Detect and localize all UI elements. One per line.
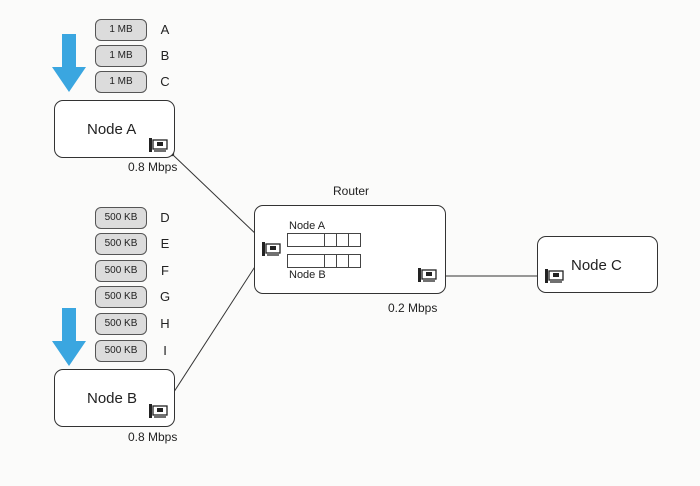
router-queue-b bbox=[287, 254, 361, 268]
packet: 500 KB bbox=[95, 260, 147, 282]
router-speed: 0.2 Mbps bbox=[388, 301, 438, 315]
packet: 500 KB bbox=[95, 286, 147, 308]
node-a[interactable] bbox=[54, 100, 175, 158]
node-b-speed: 0.8 Mbps bbox=[128, 430, 178, 444]
packet: 1 MB bbox=[95, 71, 147, 93]
network-card-icon bbox=[418, 268, 437, 282]
packet-letter: C bbox=[160, 74, 170, 89]
packet-letter: F bbox=[161, 263, 169, 278]
node-a-speed: 0.8 Mbps bbox=[128, 160, 178, 174]
packet-letter: H bbox=[160, 316, 170, 331]
network-card-icon bbox=[545, 269, 564, 283]
packet: 500 KB bbox=[95, 340, 147, 362]
router-queue-a-label: Node A bbox=[289, 220, 326, 232]
network-card-icon bbox=[149, 404, 168, 418]
down-arrow-icon bbox=[52, 34, 86, 92]
network-card-icon bbox=[149, 138, 168, 152]
router-title: Router bbox=[333, 184, 370, 198]
packet-letter: G bbox=[159, 289, 171, 304]
packet-letter: D bbox=[160, 210, 170, 225]
node-a-label: Node A bbox=[87, 121, 137, 138]
packet-letter: B bbox=[160, 48, 170, 63]
packet: 500 KB bbox=[95, 313, 147, 335]
link-a-router bbox=[171, 153, 259, 237]
node-b-label: Node B bbox=[87, 390, 138, 407]
link-b-router bbox=[169, 261, 259, 399]
network-card-icon bbox=[262, 242, 281, 256]
packet-letter: A bbox=[160, 22, 170, 37]
router-queue-a bbox=[287, 233, 361, 247]
router[interactable] bbox=[254, 205, 446, 294]
packet-letter: E bbox=[160, 236, 170, 251]
packet: 500 KB bbox=[95, 233, 147, 255]
packet: 500 KB bbox=[95, 207, 147, 229]
router-queue-b-label: Node B bbox=[289, 269, 326, 281]
down-arrow-icon bbox=[52, 308, 86, 366]
packet-letter: I bbox=[163, 343, 167, 358]
packet: 1 MB bbox=[95, 45, 147, 67]
node-c[interactable] bbox=[537, 236, 658, 293]
packet: 1 MB bbox=[95, 19, 147, 41]
node-c-label: Node C bbox=[571, 257, 622, 274]
